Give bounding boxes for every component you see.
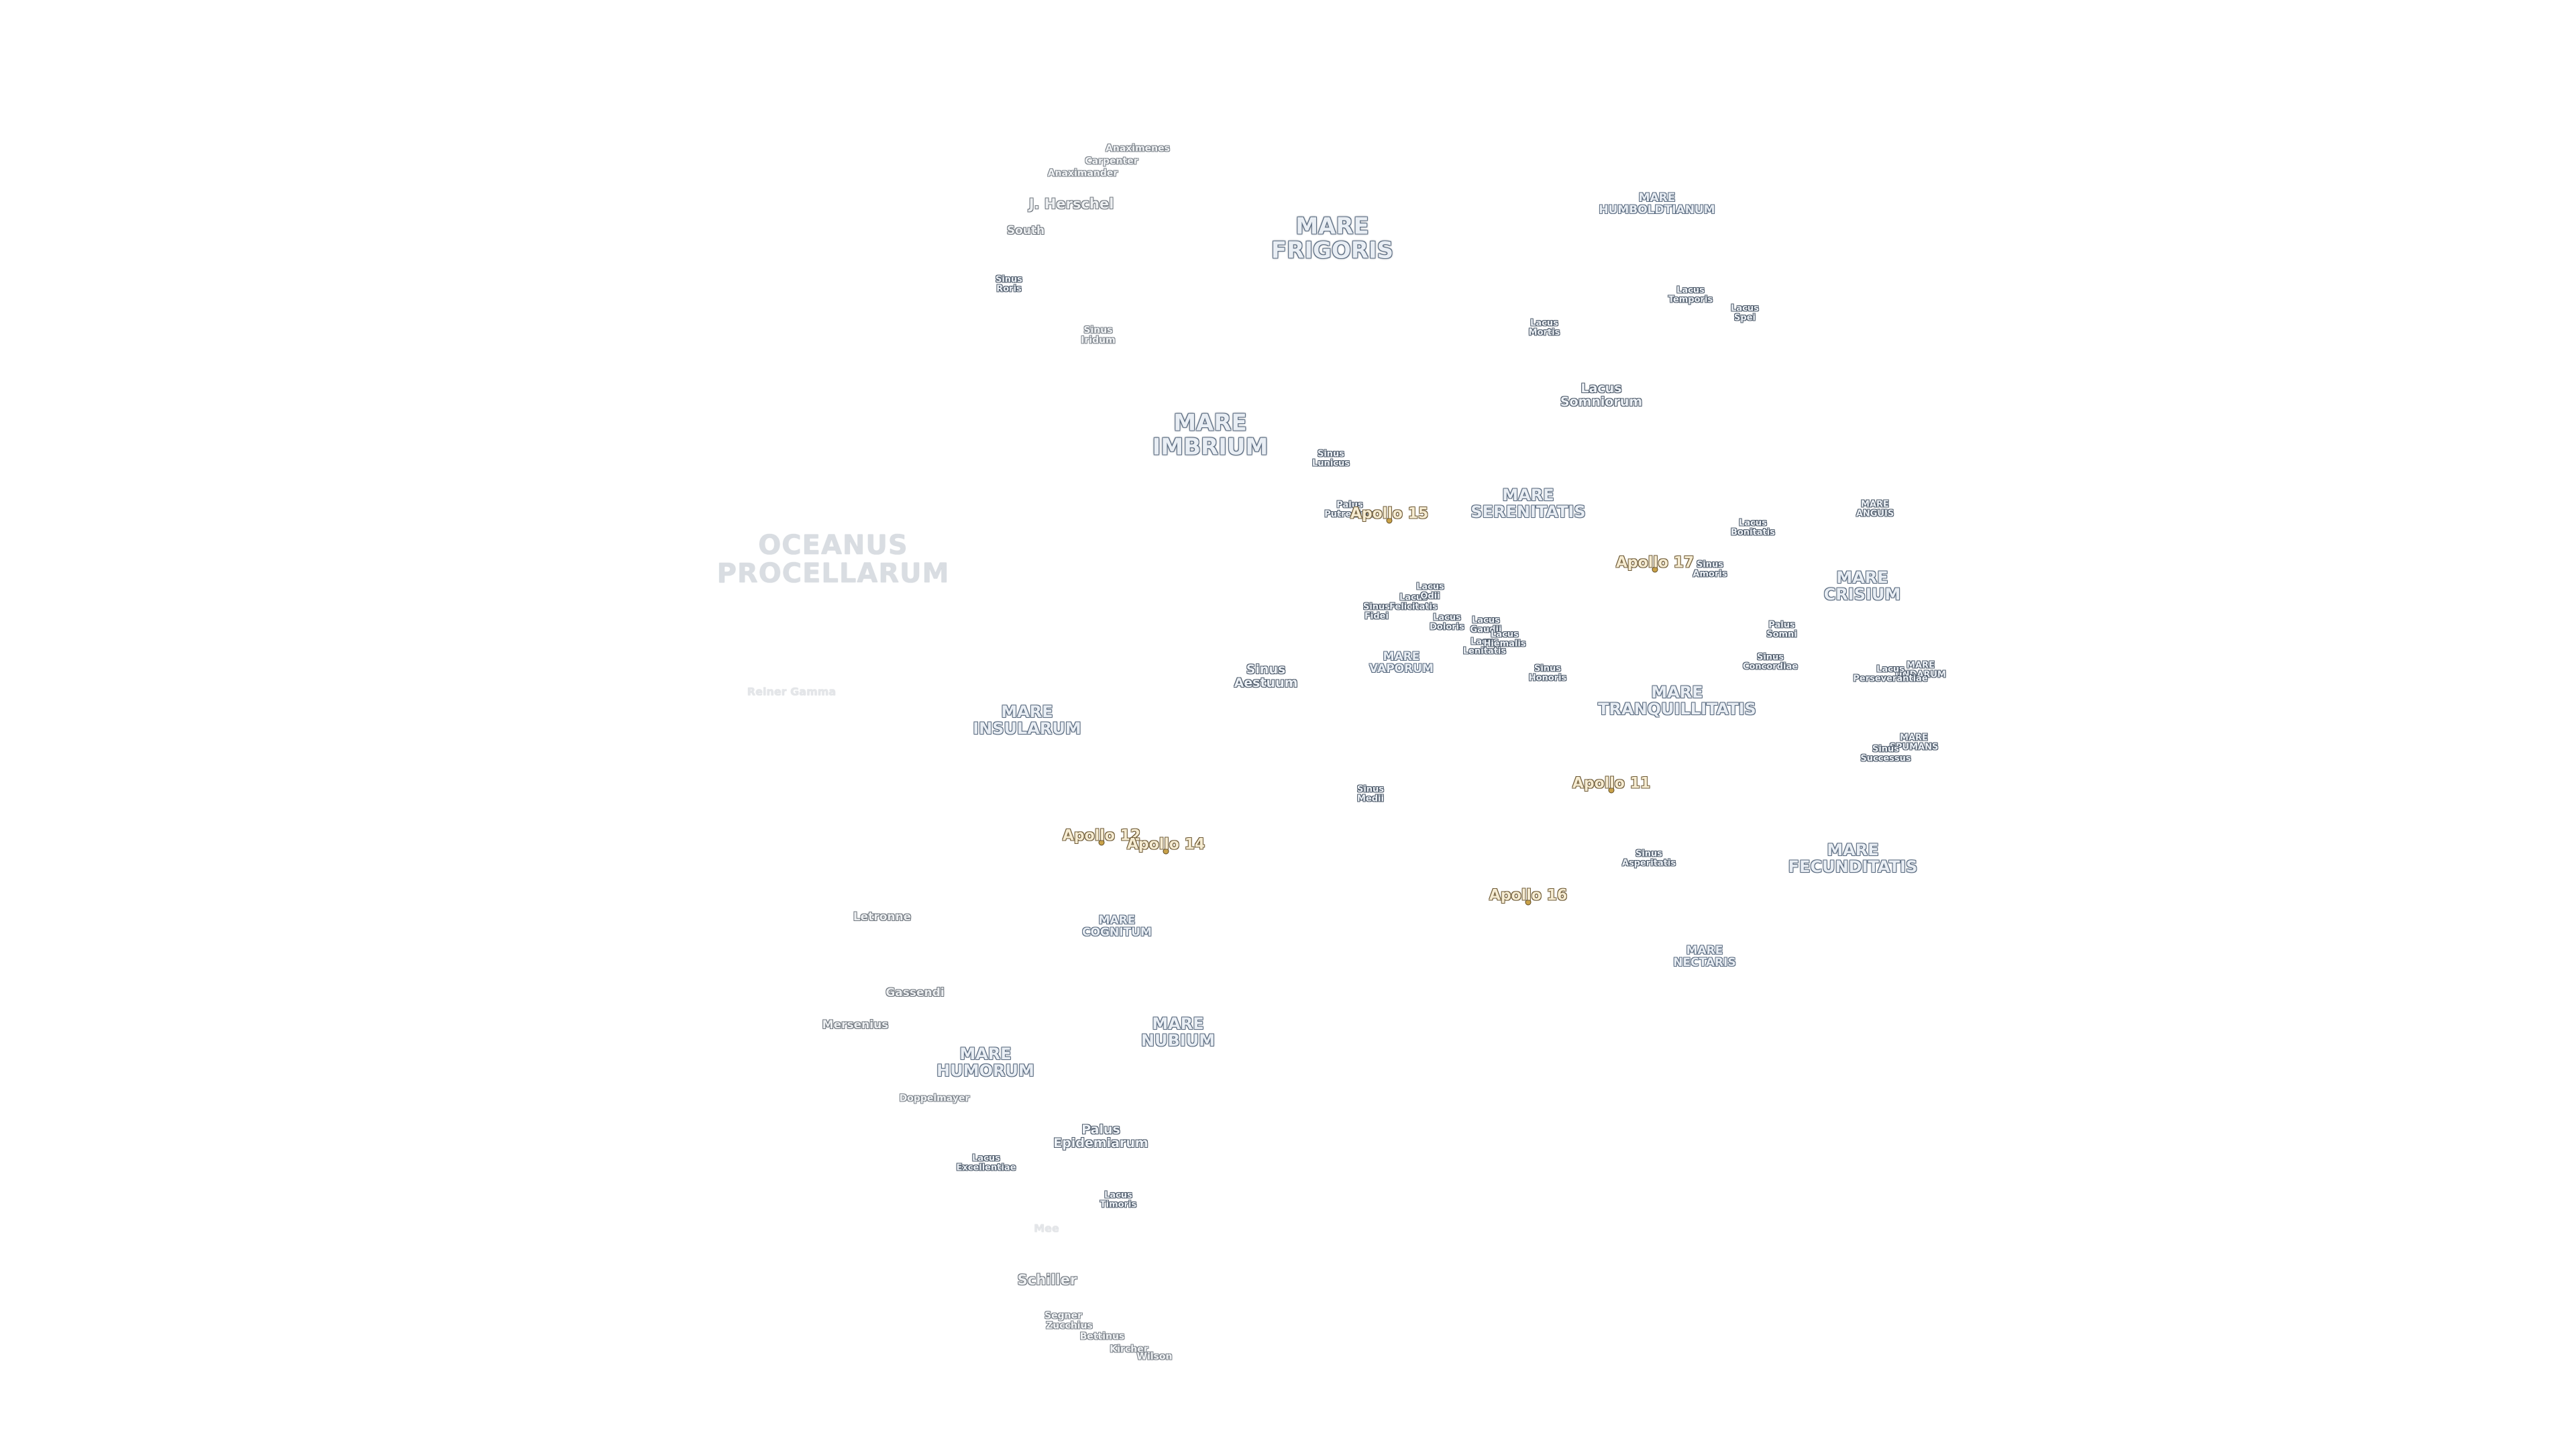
feature-label-sinus-amoris[interactable]: Sinus Amoris <box>1693 559 1727 579</box>
mare-label-fecunditatis[interactable]: MARE FECUNDITATIS <box>1788 840 1918 876</box>
apollo-label-17[interactable]: Apollo 17 <box>1615 554 1695 572</box>
feature-label-reiner-gamma[interactable]: Reiner Gamma <box>747 685 837 698</box>
feature-label-lacus-doloris[interactable]: Lacus Doloris <box>1430 612 1464 632</box>
feature-label-lacus-lenitatis[interactable]: Lacus Lenitatis <box>1462 637 1507 656</box>
apollo-label-14[interactable]: Apollo 14 <box>1126 836 1205 853</box>
feature-label-sinus-concordiae[interactable]: Sinus Concordiae <box>1742 652 1799 672</box>
mare-label-insularum[interactable]: MARE INSULARUM <box>973 702 1081 738</box>
mare-label-crisium[interactable]: MARE CRISIUM <box>1823 568 1901 604</box>
mare-label-spumans[interactable]: MARE SPUMANS <box>1889 733 1939 752</box>
feature-label-sinus-asperitatis[interactable]: Sinus Asperitatis <box>1621 849 1676 868</box>
apollo-11-marker[interactable] <box>1608 787 1615 794</box>
feature-label-lacus-perseverantiae[interactable]: Lacus Perseverantiae <box>1853 664 1928 684</box>
mare-label-tranquillitatis[interactable]: MARE TRANQUILLITATIS <box>1598 682 1756 718</box>
ocean-label-oceanus-procellarum[interactable]: OCEANUS PROCELLARUM <box>716 530 950 589</box>
mare-label-nubium[interactable]: MARE NUBIUM <box>1140 1014 1216 1050</box>
feature-label-lacus-spei[interactable]: Lacus Spei <box>1731 303 1759 323</box>
feature-label-lacus-bonitatis[interactable]: Lacus Bonitatis <box>1731 518 1775 537</box>
feature-label-sinus-honoris[interactable]: Sinus Honoris <box>1528 663 1567 683</box>
apollo-label-15[interactable]: Apollo 15 <box>1350 505 1429 523</box>
feature-label-lacus-timoris[interactable]: Lacus Timoris <box>1099 1190 1137 1210</box>
feature-label-palus-somni[interactable]: Palus Somni <box>1766 620 1797 639</box>
feature-label-lacus-odii[interactable]: Lacus Odii <box>1416 582 1444 601</box>
crater-label-south[interactable]: South <box>1006 224 1045 238</box>
crater-label-kircher[interactable]: Kircher <box>1110 1344 1148 1355</box>
apollo-12-marker[interactable] <box>1098 839 1105 846</box>
mare-label-serenitatis[interactable]: MARE SERENITATIS <box>1470 485 1586 521</box>
apollo-14-marker[interactable] <box>1163 848 1169 855</box>
crater-label-doppelmayer[interactable]: Doppelmayer <box>899 1093 970 1104</box>
feature-label-palus-putredinis[interactable]: Palus Putredinis <box>1324 500 1375 519</box>
crater-label-bettinus[interactable]: Bettinus <box>1079 1331 1125 1342</box>
mare-label-cognitum[interactable]: MARE COGNITUM <box>1082 914 1152 939</box>
crater-label-mersenius[interactable]: Mersenius <box>822 1018 889 1032</box>
apollo-label-12[interactable]: Apollo 12 <box>1062 827 1141 845</box>
crater-label-letronne[interactable]: Letronne <box>853 910 912 924</box>
mare-label-humorum[interactable]: MARE HUMORUM <box>936 1044 1034 1080</box>
apollo-16-marker[interactable] <box>1525 899 1532 906</box>
feature-label-sinus-successus[interactable]: Sinus Successus <box>1860 744 1911 763</box>
feature-label-lacus-excellentiae[interactable]: Lacus Excellentiae <box>956 1153 1016 1173</box>
crater-label-gassendi[interactable]: Gassendi <box>885 986 945 1000</box>
apollo-15-marker[interactable] <box>1386 517 1393 524</box>
crater-label-wilson[interactable]: Wilson <box>1136 1351 1173 1362</box>
feature-label-sinus-fidei[interactable]: Sinus Fidei <box>1362 602 1391 621</box>
mare-label-nectaris[interactable]: MARE NECTARIS <box>1673 944 1736 969</box>
crater-label-mee[interactable]: Mee <box>1034 1222 1059 1235</box>
mare-label-imbrium[interactable]: MARE IMBRIUM <box>1152 409 1269 460</box>
mare-label-humboldtianum[interactable]: MARE HUMBOLDTIANUM <box>1599 191 1715 217</box>
crater-label-j-herschel[interactable]: J. Herschel <box>1028 195 1114 212</box>
crater-label-carpenter[interactable]: Carpenter <box>1085 156 1138 167</box>
feature-label-sinus-aestuum[interactable]: Sinus Aestuum <box>1234 662 1298 690</box>
apollo-label-11[interactable]: Apollo 11 <box>1572 775 1651 792</box>
mare-label-vaporum[interactable]: MARE VAPORUM <box>1369 650 1434 676</box>
mare-label-undarum[interactable]: MARE UNDARUM <box>1895 660 1946 680</box>
feature-label-lacus-felicitatis[interactable]: Lacus Felicitatis <box>1389 592 1438 612</box>
feature-label-lacus-gaudii[interactable]: Lacus Gaudii <box>1470 615 1502 635</box>
feature-label-sinus-iridum[interactable]: Sinus Iridum <box>1081 325 1116 345</box>
apollo-label-16[interactable]: Apollo 16 <box>1489 887 1568 904</box>
feature-label-sinus-roris[interactable]: Sinus Roris <box>995 274 1023 294</box>
crater-label-schiller[interactable]: Schiller <box>1017 1271 1077 1288</box>
feature-label-lacus-temporis[interactable]: Lacus Temporis <box>1668 285 1713 305</box>
feature-label-palus-epidemiarum[interactable]: Palus Epidemiarum <box>1053 1122 1148 1150</box>
feature-label-lacus-hiemalis[interactable]: Lacus Hiemalis <box>1483 629 1526 649</box>
crater-label-anaximander[interactable]: Anaximander <box>1047 168 1118 179</box>
crater-label-zucchius[interactable]: Zucchius <box>1046 1320 1093 1332</box>
feature-label-sinus-lunicus[interactable]: Sinus Lunicus <box>1312 449 1350 468</box>
mare-label-frigoris[interactable]: MARE FRIGORIS <box>1271 213 1394 264</box>
crater-label-segner[interactable]: Segner <box>1044 1310 1082 1322</box>
apollo-17-marker[interactable] <box>1652 566 1658 573</box>
feature-label-sinus-medii[interactable]: Sinus Medii <box>1356 784 1385 804</box>
mare-label-anguis[interactable]: MARE ANGUIS <box>1856 499 1894 519</box>
feature-label-lacus-somniorum[interactable]: Lacus Somniorum <box>1560 381 1643 409</box>
crater-label-anaximenes[interactable]: Anaximenes <box>1106 143 1170 154</box>
feature-label-lacus-mortis[interactable]: Lacus Mortis <box>1528 318 1560 337</box>
